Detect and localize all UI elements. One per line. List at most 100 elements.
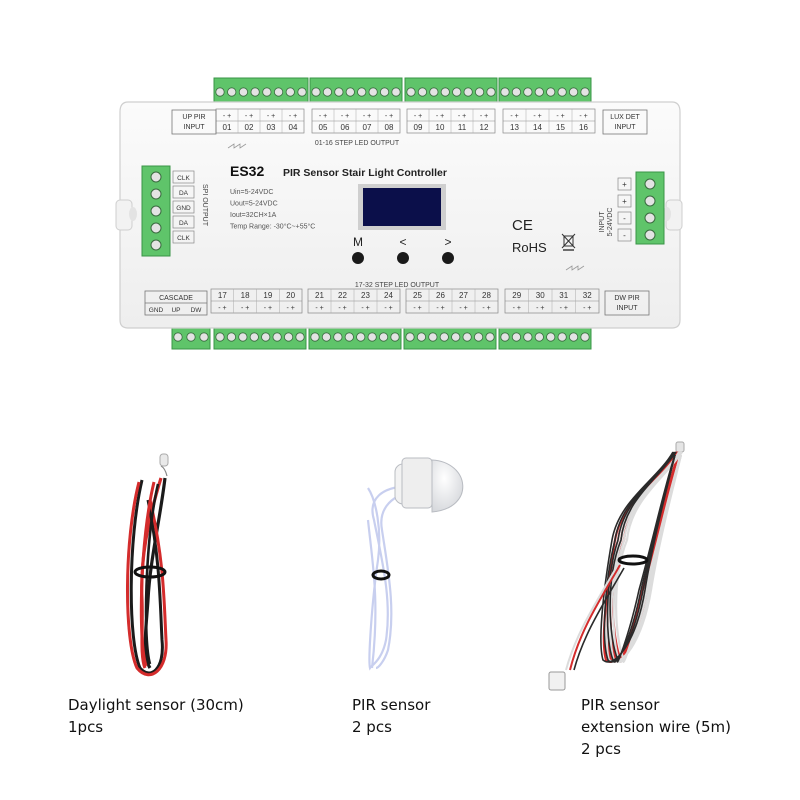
terminal-screw (262, 87, 272, 97)
step-number: 03 (267, 123, 276, 132)
polarity-sign: - + (223, 113, 231, 120)
terminal-screw (416, 332, 427, 342)
polarity-sign: - + (510, 113, 518, 120)
input-polarity: - (623, 231, 626, 240)
terminal-screw (173, 332, 183, 342)
caption-ext-subtitle: extension wire (5m) (581, 718, 732, 736)
lcd-display (363, 188, 441, 226)
polarity-sign: - + (341, 113, 349, 120)
step-number: 17 (218, 291, 227, 300)
terminal-screw (439, 332, 449, 342)
caption-pir-sensor: PIR sensor 2 pcs (352, 694, 430, 738)
spi-pin-label: GND (176, 205, 191, 212)
polarity-sign: - + (480, 113, 488, 120)
step-number: 27 (459, 291, 468, 300)
terminal-screw (486, 87, 496, 97)
spi-pin-label: DA (179, 220, 189, 227)
spi-pin-label: CLK (177, 175, 190, 182)
polarity-sign: - + (459, 305, 467, 312)
step-number: 07 (363, 123, 372, 132)
product-title: PIR Sensor Stair Light Controller (283, 167, 447, 179)
control-buttons: M<> (352, 235, 454, 264)
terminal-screw (429, 87, 439, 97)
terminal-screw (357, 87, 367, 97)
step-number: 20 (286, 291, 295, 300)
terminal-screw (511, 332, 522, 342)
terminal-screw (250, 87, 260, 97)
step-number: 10 (436, 123, 445, 132)
model-name: ES32 (230, 163, 264, 179)
terminal-screw (534, 87, 544, 97)
rohs-mark: RoHS (512, 240, 547, 255)
terminal-screw (150, 171, 162, 183)
cascade-pin-up: UP (171, 307, 180, 314)
terminal-screw (428, 332, 438, 342)
button-label: < (399, 235, 406, 249)
terminal-screw (273, 87, 284, 97)
pir-extension-wire (548, 441, 685, 691)
hardware-button (442, 252, 454, 264)
up-pir-input-label: UP PIR INPUT (171, 109, 217, 135)
step-number: 14 (533, 123, 542, 132)
jst-connector (548, 671, 566, 691)
input-polarity: - (623, 214, 626, 223)
step-number: 25 (413, 291, 422, 300)
polarity-sign: - + (264, 305, 272, 312)
lux-det-line1: LUX DET (610, 114, 640, 121)
polarity-sign: - + (560, 305, 568, 312)
caption-daylight-qty: 1pcs (68, 718, 104, 736)
cascade-pin-gnd: GND (149, 307, 164, 314)
polarity-sign: - + (267, 113, 275, 120)
cascade-pin-dw: DW (191, 307, 203, 314)
terminal-screw (417, 87, 428, 97)
terminal-screw (368, 87, 378, 97)
terminal-screw (311, 87, 321, 97)
terminal-screw (367, 332, 377, 342)
input-label-line1: INPUT (599, 211, 606, 233)
terminal-screw (199, 332, 209, 342)
terminal-screw (580, 332, 590, 342)
polarity-sign: - + (245, 113, 253, 120)
cable-tie (617, 554, 649, 566)
lux-det-line2: INPUT (615, 124, 637, 131)
step-number: 22 (338, 291, 347, 300)
terminal-screw (150, 239, 162, 251)
spec-line: Uin=5-24VDC (230, 189, 273, 196)
hardware-button (397, 252, 409, 264)
polarity-sign: - + (513, 305, 521, 312)
step-number: 16 (579, 123, 588, 132)
step-number: 24 (384, 291, 393, 300)
daylight-sensor-cable (126, 453, 169, 677)
polarity-sign: - + (385, 113, 393, 120)
caption-daylight-sensor: Daylight sensor (30cm) 1pcs (68, 694, 244, 738)
step-number: 23 (361, 291, 370, 300)
power-terminal-block (635, 171, 665, 245)
caption-extension-wire: PIR sensor extension wire (5m) 2 pcs (581, 694, 731, 760)
spec-line: Uout=5-24VDC (230, 201, 278, 208)
polarity-sign: - + (536, 305, 544, 312)
terminal-screw (333, 332, 343, 342)
terminal-screw (390, 332, 400, 342)
step-number: 12 (480, 123, 489, 132)
terminal-screw (215, 332, 225, 342)
terminal-screw (580, 87, 590, 97)
step-number: 05 (319, 123, 328, 132)
input-polarity: + (622, 197, 627, 206)
terminal-screw (297, 87, 307, 97)
terminal-screw (238, 332, 248, 342)
terminal-screw (546, 87, 556, 97)
step-number: 04 (289, 123, 298, 132)
pir-dome (431, 459, 464, 513)
polarity-sign: - + (218, 305, 226, 312)
terminal-screw (474, 87, 485, 97)
terminal-screw (644, 195, 656, 207)
polarity-sign: - + (241, 305, 249, 312)
terminal-screw (379, 87, 390, 97)
terminal-screw (405, 332, 415, 342)
terminal-screw (321, 332, 332, 342)
step-number: 31 (559, 291, 568, 300)
polarity-sign: - + (319, 113, 327, 120)
step-number: 26 (436, 291, 445, 300)
step-number: 19 (263, 291, 272, 300)
top-output-caption: 01-16 STEP LED OUTPUT (315, 140, 400, 147)
